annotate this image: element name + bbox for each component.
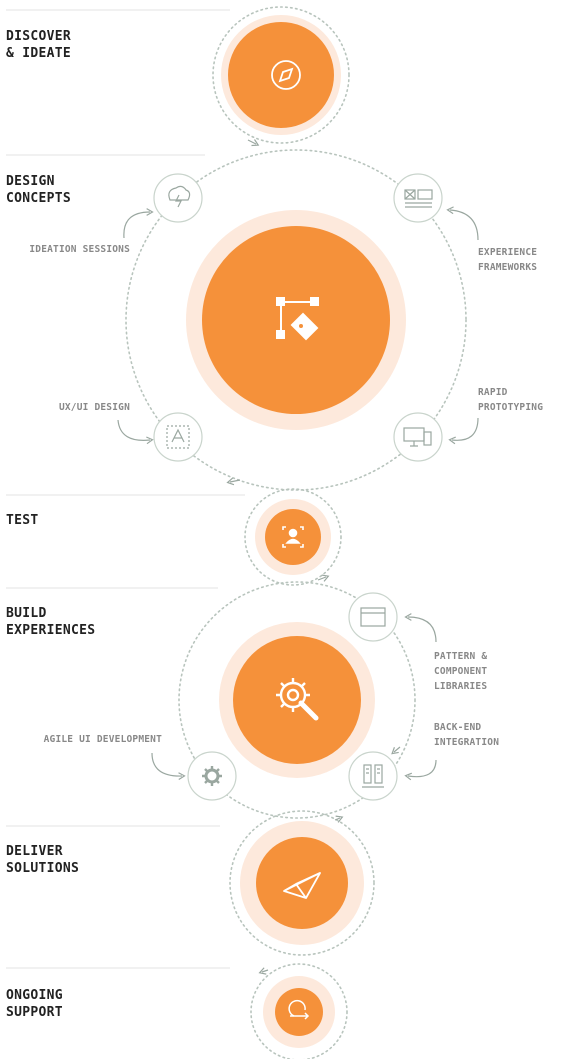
- label-backend-integration: BACK-END INTEGRATION: [434, 722, 500, 748]
- step-experience: [393, 173, 443, 223]
- orbit-rings: [125, 6, 467, 1059]
- arrow-build-to-deliver: [334, 815, 344, 823]
- user-focus-icon: [282, 526, 304, 548]
- label-agile-ui-development: AGILE UI DEVELOPMENT: [43, 734, 162, 745]
- stage-design: [186, 210, 406, 430]
- flow-arrows: [117, 139, 479, 975]
- arrow-backend: [404, 759, 437, 781]
- step-pattern: [348, 592, 398, 642]
- label-uxui-design: UX/UI DESIGN: [58, 402, 130, 413]
- stage-title-deliver: DELIVER SOLUTIONS: [6, 844, 80, 876]
- stage-discover: [221, 15, 341, 135]
- label-pattern-libraries: PATTERN & COMPONENT LIBRARIES: [434, 651, 488, 692]
- cog-icon: [202, 766, 222, 786]
- arrow-build-inner: [391, 746, 401, 755]
- stage-build: [219, 622, 375, 778]
- stage-support: [263, 976, 335, 1048]
- pen-tool-icon: [276, 297, 319, 341]
- design-orbit: [125, 149, 467, 491]
- stage-test: [255, 499, 331, 575]
- step-prototyping: [393, 412, 443, 462]
- support-orbit: [250, 963, 348, 1059]
- step-uxui: [153, 412, 203, 462]
- arrow-test-to-build: [317, 574, 330, 582]
- stage-title-build: BUILD EXPERIENCES: [6, 606, 96, 638]
- step-ideation: [153, 173, 203, 223]
- server-icon: [362, 764, 384, 788]
- test-orbit: [244, 488, 342, 586]
- stage-title-test: TEST: [6, 513, 39, 528]
- arrow-experience: [446, 206, 479, 241]
- arrow-discover-to-design: [247, 139, 260, 147]
- arrow-prototyping: [448, 417, 479, 445]
- arrow-deliver-to-support: [258, 967, 269, 975]
- discover-orbit: [212, 6, 350, 144]
- stage-title-design: DESIGN CONCEPTS: [6, 174, 72, 206]
- arrow-uxui: [117, 419, 154, 445]
- brain-bolt-icon: [168, 185, 191, 208]
- paper-plane-icon: [283, 872, 321, 899]
- stage-title-support: ONGOING SUPPORT: [6, 988, 63, 1020]
- browser-window-icon: [360, 607, 386, 627]
- step-agile: [187, 751, 237, 801]
- artboard-icon: [166, 425, 190, 449]
- arrow-ideation: [123, 208, 154, 239]
- loop-arrow-icon: [288, 999, 310, 1020]
- stage-deliver: [240, 821, 364, 945]
- arrow-design-to-test: [226, 477, 241, 486]
- section-dividers: [6, 9, 245, 969]
- arrow-pattern: [404, 613, 437, 643]
- arrow-agile: [151, 752, 186, 780]
- deliver-orbit: [229, 810, 375, 956]
- stage-title-discover: DISCOVER & IDEATE: [6, 29, 72, 61]
- devices-icon: [403, 427, 432, 447]
- step-backend: [348, 751, 398, 801]
- label-rapid-prototyping: RAPID PROTOTYPING: [478, 387, 544, 413]
- compass-icon: [271, 60, 301, 90]
- wireframe-icon: [404, 189, 433, 208]
- build-orbit: [178, 581, 416, 819]
- label-experience-frameworks: EXPERIENCE FRAMEWORKS: [478, 247, 538, 273]
- gear-wrench-icon: [276, 678, 319, 721]
- label-ideation-sessions: IDEATION SESSIONS: [29, 244, 130, 255]
